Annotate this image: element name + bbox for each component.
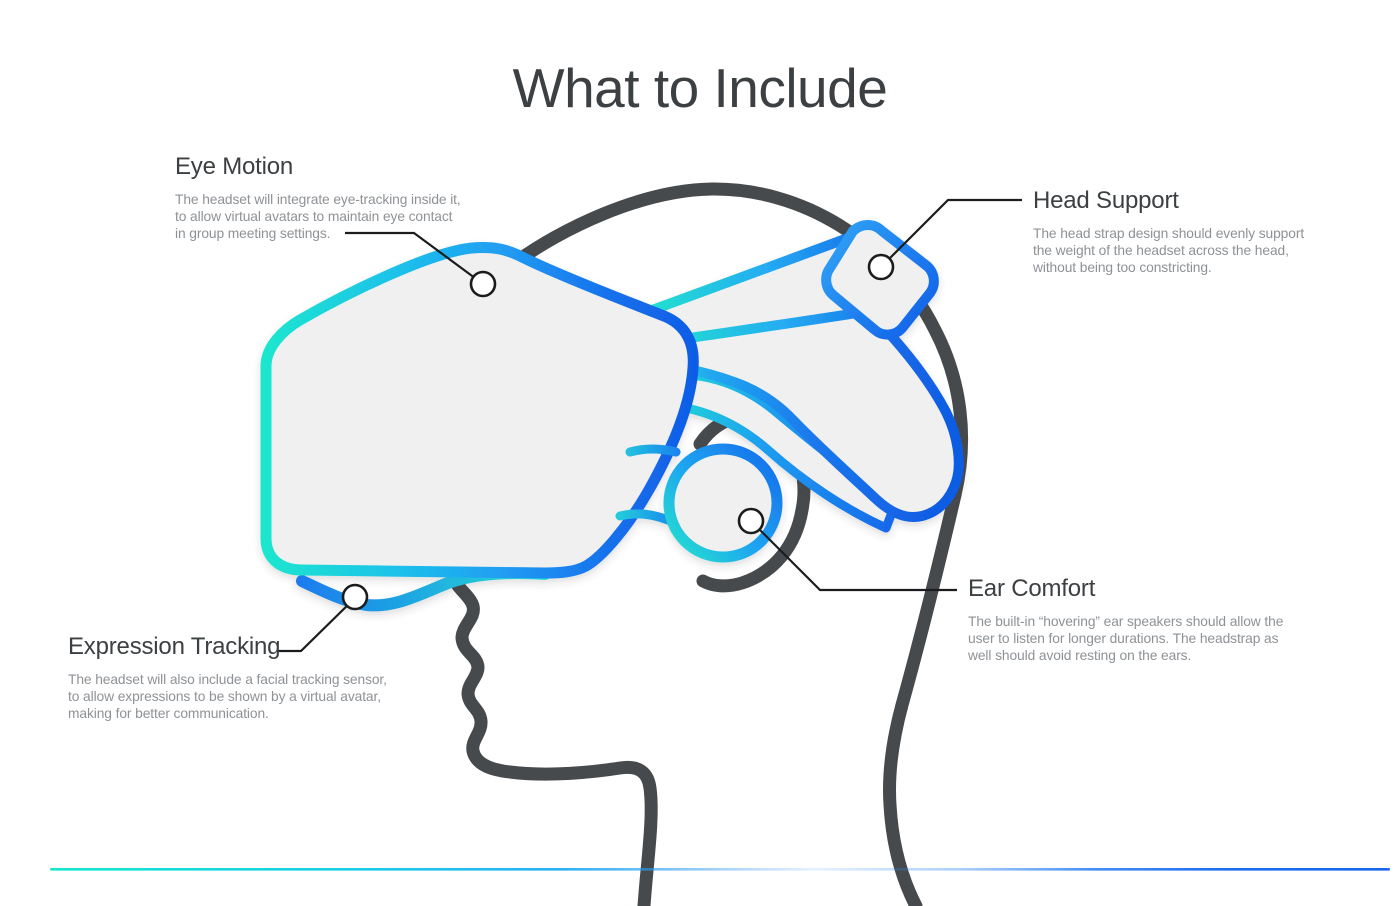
speaker-link-bottom	[615, 509, 673, 525]
callout-block-head-support: Head Support The head strap design shoul…	[1033, 186, 1304, 276]
ear-speaker-shape	[663, 443, 783, 563]
body-line: user to listen for longer durations. The…	[968, 630, 1279, 646]
body-line: The headset will also include a facial t…	[68, 672, 387, 687]
callout-line-eye-motion	[345, 231, 484, 285]
callout-body-eye-motion: The headset will integrate eye-tracking …	[175, 192, 461, 242]
accent-gradient-line	[50, 868, 1390, 871]
body-line: to allow virtual avatars to maintain eye…	[175, 208, 453, 224]
callout-line-head-support	[880, 198, 1022, 268]
body-line: without being too constricting.	[1033, 259, 1212, 275]
face-profile-path	[445, 566, 658, 906]
callout-body-head-support: The head strap design should evenly supp…	[1033, 226, 1304, 276]
callout-block-expression-tracking: Expression Tracking The headset will als…	[68, 632, 387, 722]
callout-block-ear-comfort: Ear Comfort The built-in “hovering” ear …	[968, 574, 1283, 664]
page-title: What to Include	[512, 57, 888, 119]
callout-marker-head-support	[867, 253, 895, 281]
callout-marker-ear-comfort	[737, 507, 765, 535]
body-line: making for better communication.	[68, 705, 269, 721]
callout-marker-eye-motion	[469, 270, 497, 298]
callout-block-eye-motion: Eye Motion The headset will integrate ey…	[175, 152, 461, 242]
callout-title-ear-comfort: Ear Comfort	[968, 575, 1096, 602]
body-line: well should avoid resting on the ears.	[968, 647, 1192, 663]
callout-title-expression-tracking: Expression Tracking	[68, 633, 281, 660]
callout-title-head-support: Head Support	[1033, 187, 1179, 214]
callout-body-expression-tracking: The headset will also include a facial t…	[68, 672, 387, 722]
callout-marker-expression-tracking	[341, 583, 369, 611]
body-line: The built-in “hovering” ear speakers sho…	[968, 614, 1284, 629]
visor-shape	[260, 242, 699, 579]
callout-line-ear-comfort	[750, 520, 957, 592]
body-line: in group meeting settings.	[175, 225, 331, 241]
callout-title-eye-motion: Eye Motion	[175, 153, 294, 180]
callout-body-ear-comfort: The built-in “hovering” ear speakers sho…	[968, 614, 1283, 664]
body-line: to allow expressions to be shown by a vi…	[68, 688, 381, 704]
speaker-link-top	[625, 444, 681, 457]
body-line: the weight of the headset across the hea…	[1033, 242, 1289, 258]
callout-line-expression-tracking	[277, 597, 356, 653]
body-line: The head strap design should evenly supp…	[1033, 226, 1305, 241]
body-line: The headset will integrate eye-tracking …	[175, 192, 461, 207]
